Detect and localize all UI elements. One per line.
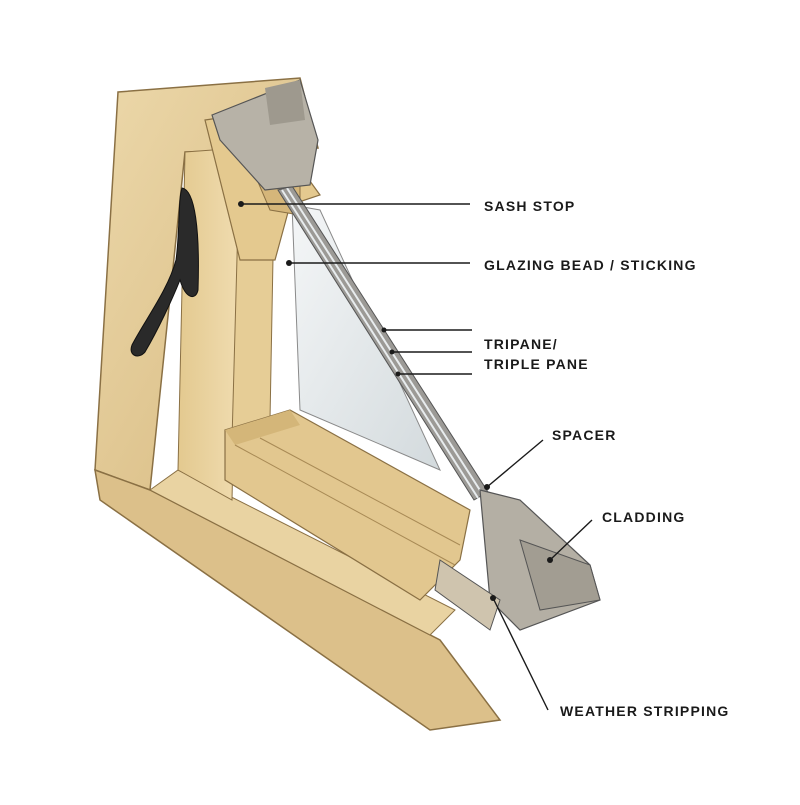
weather-stripping [434, 559, 501, 631]
glazing-bead-text: GLAZING BEAD / STICKING [484, 257, 697, 273]
weather-stripping-text: WEATHER STRIPPING [560, 703, 730, 719]
leader-lines [241, 203, 593, 711]
sash-stop-text: SASH STOP [484, 198, 576, 214]
leader-weather-stripping [493, 599, 549, 711]
sash-bottom-rail [224, 409, 471, 601]
label-glazing-bead: GLAZING BEAD / STICKING [484, 255, 697, 275]
leader-dots [238, 201, 553, 563]
label-weather-stripping: WEATHER STRIPPING [560, 701, 729, 721]
tripane-text-2: TRIPLE PANE [484, 356, 589, 372]
leader-spacer [486, 439, 544, 488]
spacer-text: SPACER [552, 427, 617, 443]
label-tripane: TRIPANE/ TRIPLE PANE [484, 334, 589, 374]
label-cladding: CLADDING [602, 507, 685, 527]
tripane-text-1: TRIPANE/ [484, 336, 558, 352]
leader-cladding [549, 519, 593, 561]
cladding-text: CLADDING [602, 509, 686, 525]
label-sash-stop: SASH STOP [484, 196, 575, 216]
label-spacer: SPACER [552, 425, 617, 445]
bottom-cladding [479, 489, 601, 631]
frame-bottom-sill [94, 468, 502, 731]
top-cladding [211, 79, 319, 191]
handle-icon [130, 187, 199, 357]
